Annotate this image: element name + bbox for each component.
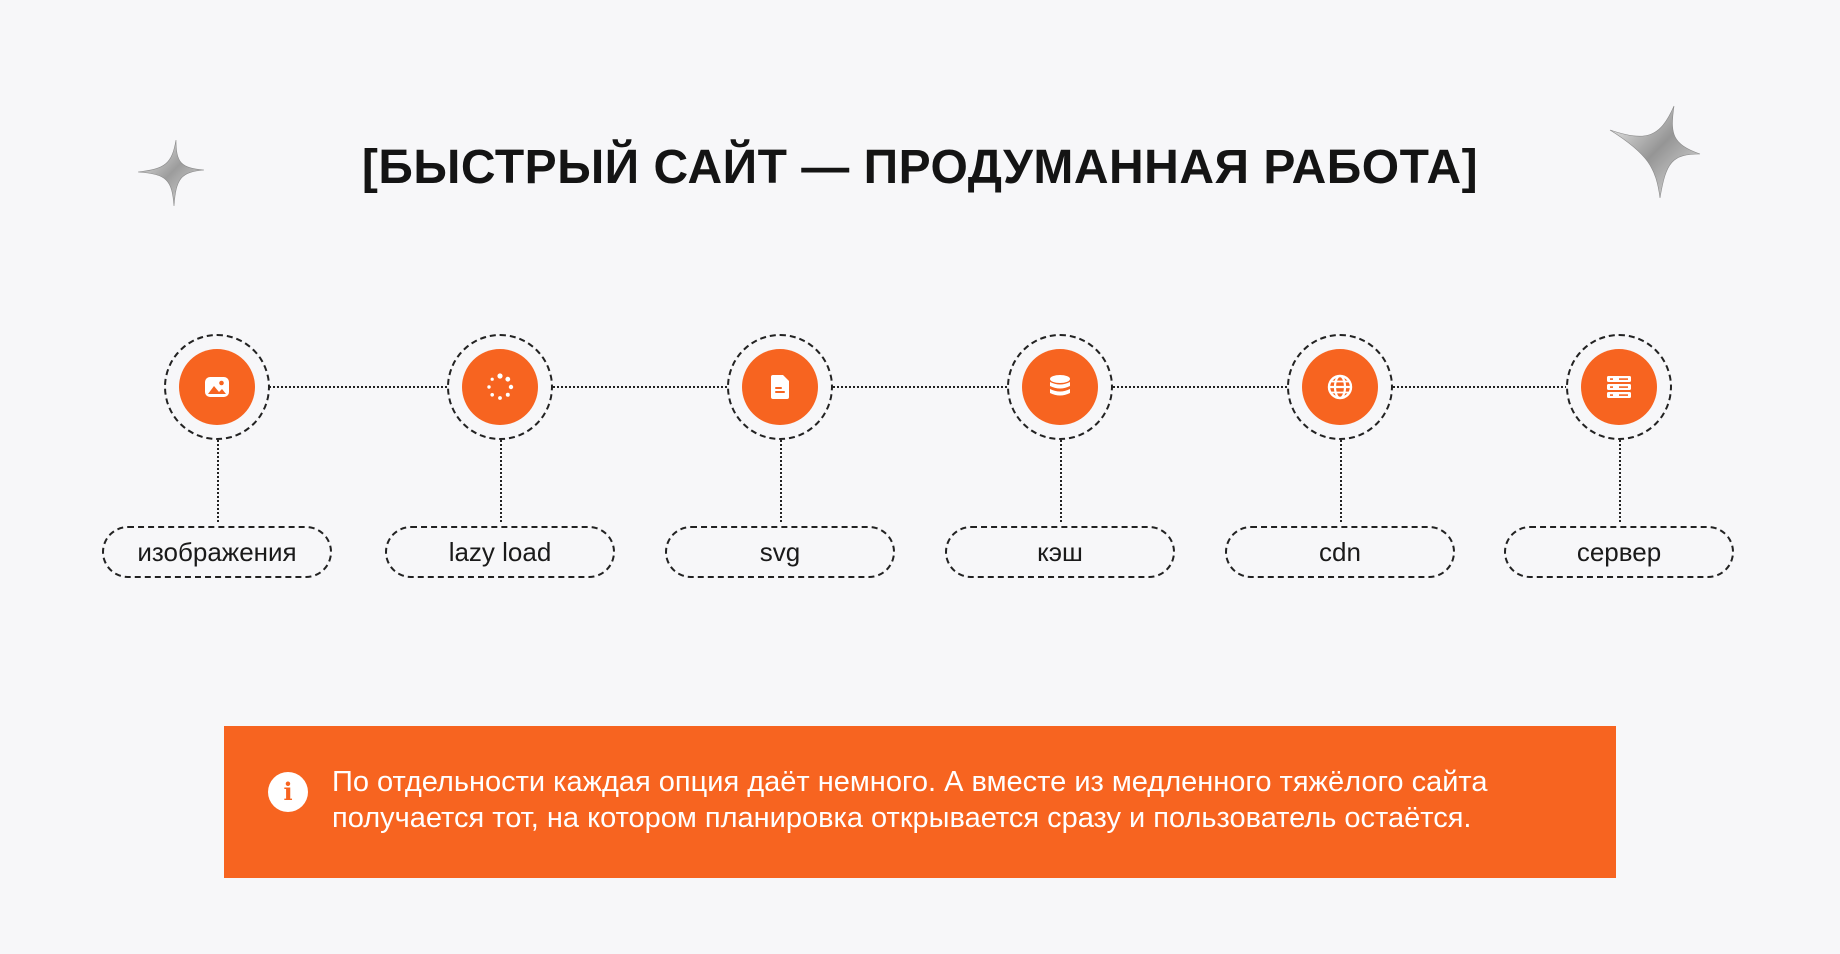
- step-connector: [1060, 440, 1062, 522]
- globe-icon: [1327, 374, 1353, 400]
- step-label-cdn: cdn: [1225, 526, 1455, 578]
- step-connector: [500, 440, 502, 522]
- database-icon: [1050, 375, 1070, 396]
- star-decoration-right-icon: [1609, 105, 1701, 199]
- node-circle: [462, 349, 538, 425]
- step-node-cache: [1007, 334, 1113, 440]
- step-node-svg: [727, 334, 833, 440]
- step-connector: [1619, 440, 1621, 522]
- info-banner-line: получается тот, на котором планировка от…: [332, 802, 1472, 834]
- step-label-cache: кэш: [945, 526, 1175, 578]
- step-node-images: [164, 334, 270, 440]
- step-node-lazy-load: [447, 334, 553, 440]
- step-connector: [217, 440, 219, 522]
- file-icon: [771, 375, 789, 399]
- node-circle: [1302, 349, 1378, 425]
- info-icon: i: [268, 772, 308, 812]
- connector-line: [217, 386, 1619, 388]
- info-banner-line: По отдельности каждая опция даёт немного…: [332, 766, 1488, 798]
- step-label-svg: svg: [665, 526, 895, 578]
- node-circle: [1022, 349, 1098, 425]
- image-icon: [205, 377, 229, 397]
- node-circle: [742, 349, 818, 425]
- page-title: [БЫСТРЫЙ САЙТ — ПРОДУМАННАЯ РАБОТА]: [361, 141, 1479, 194]
- step-label-server: сервер: [1504, 526, 1734, 578]
- step-connector: [1340, 440, 1342, 522]
- step-node-cdn: [1287, 334, 1393, 440]
- step-node-server: [1566, 334, 1672, 440]
- step-label-lazy-load: lazy load: [385, 526, 615, 578]
- node-circle: [179, 349, 255, 425]
- star-decoration-left-icon: [137, 139, 205, 207]
- step-connector: [780, 440, 782, 522]
- server-icon: [1607, 376, 1631, 398]
- step-label-images: изображения: [102, 526, 332, 578]
- info-banner: i По отдельности каждая опция даёт немно…: [224, 726, 1616, 878]
- info-banner-text: По отдельности каждая опция даёт немного…: [332, 764, 1572, 836]
- node-circle: [1581, 349, 1657, 425]
- loading-spinner-icon: [487, 373, 514, 400]
